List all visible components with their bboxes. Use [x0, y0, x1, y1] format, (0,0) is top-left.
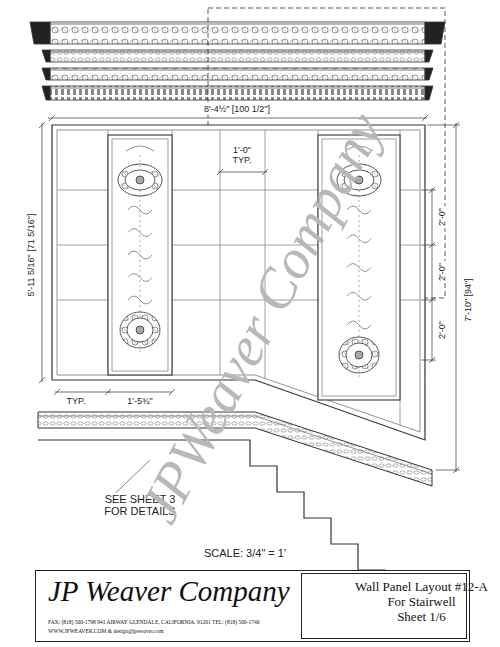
dimension-label: 2'-0"	[438, 261, 448, 283]
molding-return	[42, 68, 50, 80]
panel-grid-line	[57, 190, 108, 191]
dimension-label: 1'-5¾"	[125, 397, 154, 407]
molding-return	[425, 22, 445, 44]
crown-molding	[50, 68, 425, 80]
panel-grid-line	[57, 300, 108, 301]
panel-grid-line	[400, 300, 420, 301]
ornament-panel	[108, 135, 172, 375]
panel-grid-line	[57, 245, 108, 246]
molding-return	[425, 50, 433, 62]
company-logo: JP Weaver Company	[48, 575, 290, 608]
sheet-title: Sheet 1/6	[302, 610, 500, 625]
molding-return	[425, 86, 433, 100]
dimension-label: TYP.	[65, 397, 88, 407]
dimension-label: 8'-4½" [100 1/2"]	[202, 105, 272, 115]
dimension-label: 1'-0" TYP.	[226, 146, 258, 166]
title-block: JP Weaver CompanyFAX: (818) 500-1798 941…	[35, 570, 470, 642]
panel-grid-line	[400, 190, 420, 191]
dimension-label: 5'-11 5/16" [71 5/16"]	[27, 212, 37, 299]
scale-note: SCALE: 3/4" = 1'	[204, 547, 286, 559]
dimension-label: 2'-0"	[438, 319, 448, 341]
dimension-label: 7'-10" [94"]	[464, 276, 474, 324]
panel-grid-line	[400, 245, 420, 246]
molding-return	[425, 68, 433, 80]
contact-line: FAX: (818) 500-1798 941 AIRWAY GLENDALE,…	[48, 619, 287, 625]
molding-return	[42, 86, 50, 100]
contact-line: WWW.JPWEAVER.COM & design@jpweaver.com	[48, 628, 287, 634]
crown-molding	[50, 86, 425, 100]
sheet-title: Wall Panel Layout #12-A	[302, 574, 500, 595]
crown-molding	[50, 22, 425, 44]
sheet-title: For Stairwell	[302, 595, 500, 610]
molding-return	[30, 22, 50, 44]
crown-molding	[50, 50, 425, 62]
molding-return	[42, 50, 50, 62]
sheet-info-box: Wall Panel Layout #12-AFor StairwellShee…	[301, 573, 467, 639]
dimension-label: 2'-0"	[438, 206, 448, 228]
